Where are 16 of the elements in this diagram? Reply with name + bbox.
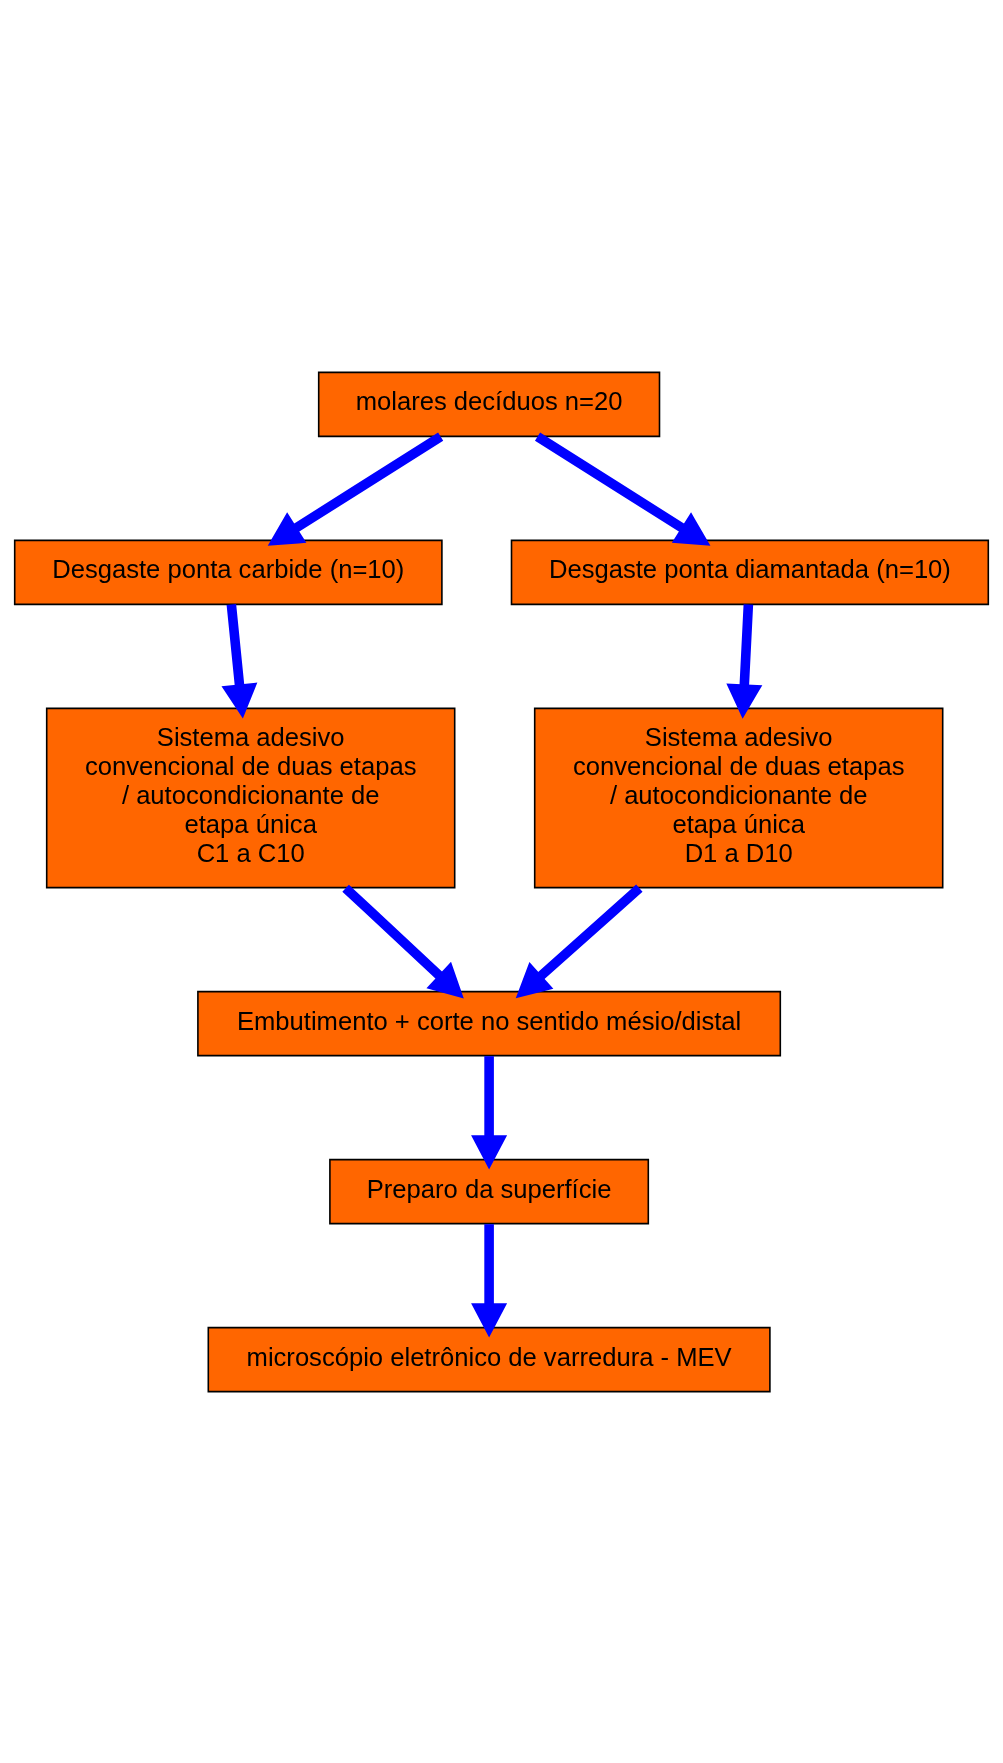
arrow [471, 1223, 508, 1337]
node-box: molares decíduos n=20 [317, 371, 661, 437]
node-box: microscópio eletrônico de varredura - MEV [207, 1326, 771, 1392]
arrow [342, 884, 464, 998]
arrow [535, 432, 711, 546]
node-box: Desgaste ponta carbide (n=10) [13, 539, 443, 605]
arrow [221, 603, 258, 719]
arrow [267, 432, 444, 546]
arrow [515, 884, 643, 998]
node-box: Preparo da superfície [329, 1158, 650, 1224]
node-box: Desgaste ponta diamantada (n=10) [510, 539, 990, 605]
arrow [726, 603, 763, 719]
node-box: Sistema adesivo convencional de duas etapas / autocondicionante de etapa única D1 a D10 [533, 707, 944, 888]
arrow [471, 1055, 508, 1169]
node-box: Sistema adesivo convencional de duas etapas / autocondicionante de etapa única C1 a C10 [45, 707, 456, 888]
node-box: Embutimento + corte no sentido mésio/distal [197, 990, 782, 1056]
